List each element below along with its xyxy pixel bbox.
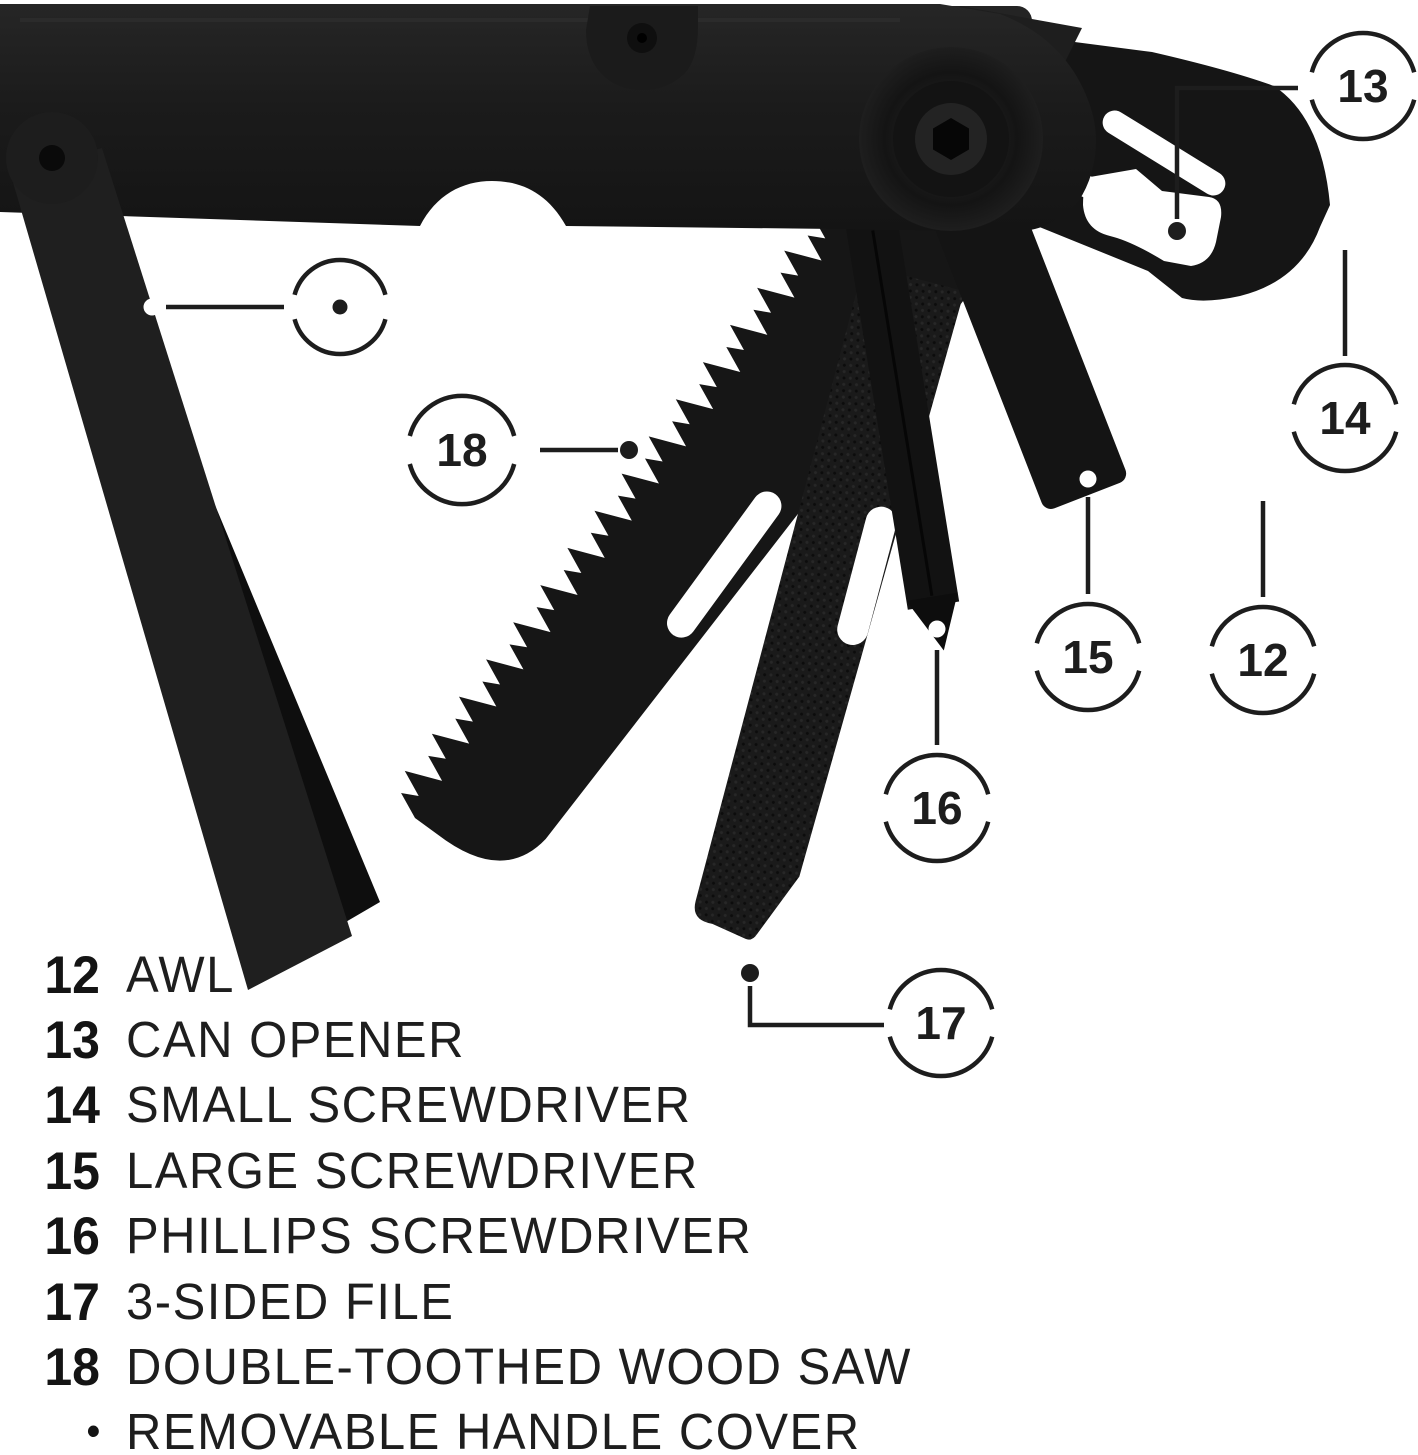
callout-17: 17 [741,964,995,1079]
legend-item-handle-cover: • REMOVABLE HANDLE COVER [34,1400,1134,1455]
legend-number: 16 [44,1206,100,1266]
legend-item-3-sided-file: 17 3-SIDED FILE [34,1269,1134,1334]
callout-16-dot [928,620,946,638]
callout-18: 18 [407,393,638,507]
legend: 12 AWL 13 CAN OPENER 14 SMALL SCREWDRIVE… [34,942,1134,1455]
file-slot [837,506,897,646]
legend-number: 14 [44,1076,100,1135]
legend-item-large-screwdriver: 15 LARGE SCREWDRIVER [34,1138,1134,1203]
handle-bar [0,4,1096,232]
legend-item-small-screwdriver: 14 SMALL SCREWDRIVER [34,1073,1134,1138]
callout-17-number: 17 [915,997,966,1049]
hex-socket [933,118,969,160]
callout-15-dot [1079,470,1097,488]
callout-17-dot [741,964,759,982]
handle-arm-front [10,148,352,990]
legend-item-can-opener: 13 CAN OPENER [34,1007,1134,1072]
legend-label: DOUBLE-TOOTHED WOOD SAW [126,1338,912,1396]
callout-15: 15 [1034,470,1142,713]
legend-item-wood-saw: 18 DOUBLE-TOOTHED WOOD SAW [34,1334,1134,1399]
legend-label: SMALL SCREWDRIVER [126,1077,692,1134]
legend-bullet: • [86,1409,100,1454]
legend-number: 17 [44,1272,100,1332]
callout-13: 13 [1168,30,1417,240]
callout-16: 16 [883,620,991,864]
legend-label: REMOVABLE HANDLE COVER [126,1404,861,1455]
can-opener-slot [1102,110,1226,196]
callout-16-number: 16 [911,782,962,834]
can-opener-hook-cutout [1083,169,1222,266]
callout-14-dot [1334,226,1352,244]
tools [401,32,1330,940]
legend-number: 15 [44,1141,100,1201]
saw-slot [667,491,782,638]
legend-number: 18 [44,1337,100,1397]
callouts: 13 14 18 [143,30,1417,1079]
handle-arm-pivot-hole [39,145,65,171]
clasp-bolt-hole [637,33,647,43]
callout-bullet-mark [332,299,348,315]
callout-12-number: 12 [1237,634,1288,686]
phillips-screwdriver [845,216,960,651]
callout-14-number: 14 [1319,392,1371,444]
callout-13-number: 13 [1337,60,1388,112]
callout-15-number: 15 [1062,631,1113,683]
legend-item-awl: 12 AWL [34,942,1134,1007]
callout-18-number: 18 [436,424,487,476]
legend-label: AWL [126,946,235,1004]
callout-18-dot [620,441,638,459]
callout-12: 12 [1209,474,1317,716]
handle-assembly [0,4,1096,990]
callout-14: 14 [1291,226,1399,474]
legend-label: CAN OPENER [126,1011,466,1069]
callout-handle-cover-dot [143,298,161,316]
legend-label: PHILLIPS SCREWDRIVER [126,1207,753,1265]
callout-12-dot [1254,474,1272,492]
callout-handle-cover [143,257,388,357]
legend-label: LARGE SCREWDRIVER [126,1142,699,1200]
large-screwdriver [922,159,1127,509]
legend-number: 12 [44,945,100,1005]
callout-13-dot [1168,222,1186,240]
legend-label: 3-SIDED FILE [126,1273,455,1330]
legend-number: 13 [44,1010,100,1070]
legend-item-phillips-screwdriver: 16 PHILLIPS SCREWDRIVER [34,1204,1134,1269]
